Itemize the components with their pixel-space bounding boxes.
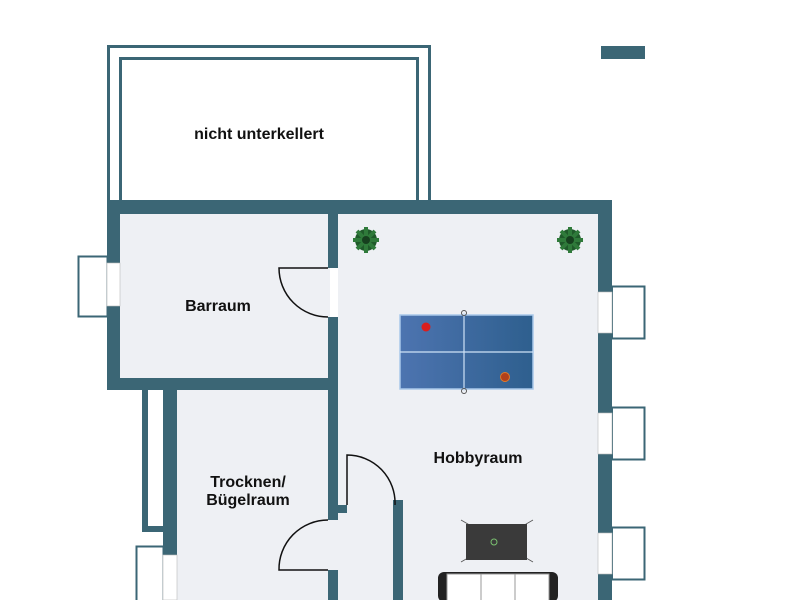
room-label-hobby: Hobbyraum: [434, 450, 523, 467]
window: [597, 285, 646, 340]
ping-pong-table: [399, 310, 534, 394]
coffee-table: [460, 519, 534, 563]
plant-icon: [353, 227, 379, 253]
room-label-unbasemented: nicht unterkellert: [194, 126, 324, 143]
window: [597, 526, 646, 581]
unbasemented-area: [107, 45, 431, 206]
room-label-drying-line2: Bügelraum: [206, 492, 290, 509]
drying-room-floor: [177, 390, 330, 600]
sofa: [438, 572, 558, 600]
bar-room-floor: [120, 213, 330, 378]
window: [77, 255, 121, 318]
room-label-bar: Barraum: [185, 298, 251, 315]
walls: [107, 200, 612, 600]
wall-niche: [148, 390, 163, 526]
door-drying-room[interactable]: [278, 519, 329, 571]
paddle-icon: [500, 372, 510, 382]
door-corridor[interactable]: [346, 454, 396, 506]
corridor-floor: [328, 505, 403, 600]
window: [135, 545, 178, 600]
room-label-drying-line1: Trocknen/: [210, 474, 286, 491]
scale-bar: [601, 46, 645, 59]
door-bar-room[interactable]: [278, 267, 329, 318]
paddle-icon: [421, 322, 431, 332]
plant-icon: [557, 227, 583, 253]
window: [597, 406, 646, 461]
